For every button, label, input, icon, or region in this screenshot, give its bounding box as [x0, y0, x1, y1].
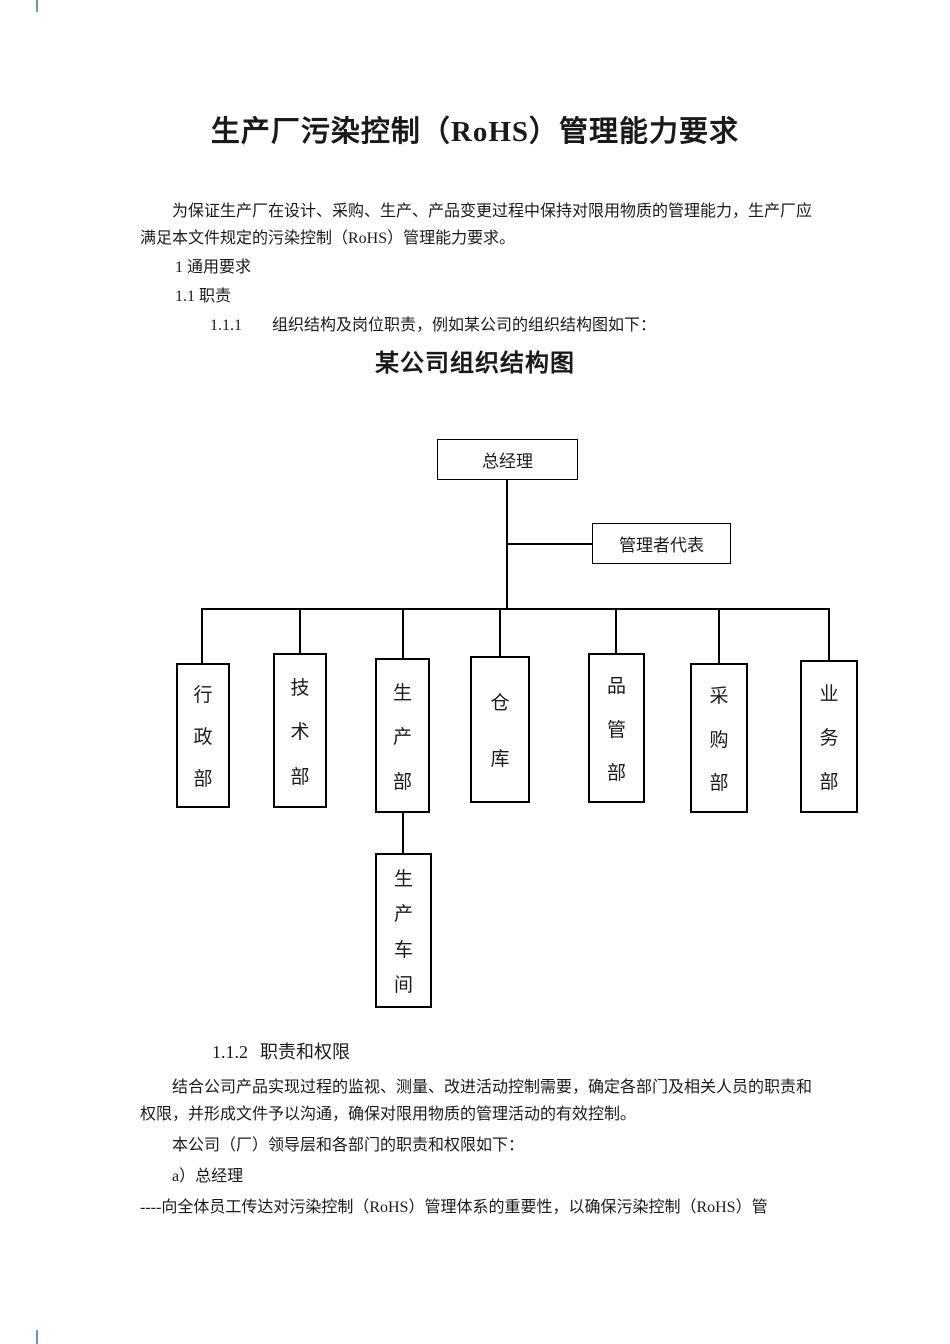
line-rep-connector	[506, 543, 593, 545]
section-1-1-2-number: 1.1.2	[212, 1042, 248, 1062]
responsibility-paragraph: 结合公司产品实现过程的监视、测量、改进活动控制需要，确定各部门及相关人员的职责和…	[140, 1079, 813, 1123]
org-box-production-workshop: 生产车间	[375, 853, 432, 1008]
intro-paragraph: 为保证生产厂在设计、采购、生产、产品变更过程中保持对限用物质的管理能力，生产厂应…	[140, 203, 813, 247]
org-box-quality-dept: 品管部	[588, 653, 645, 803]
line-drop-purchasing	[718, 608, 720, 663]
vertical-char: 购	[709, 729, 729, 751]
org-chart-title: 某公司组织结构图	[375, 350, 575, 377]
vertical-char: 务	[819, 728, 839, 749]
vertical-char: 产	[393, 904, 413, 926]
page-edge-mark-bottom	[36, 1330, 38, 1344]
org-chart: 总经理 管理者代表 行政部 技术部 生产部 仓库 品管部 采购部 业务部 生产车…	[0, 378, 950, 1023]
section-1-1-1-number: 1.1.1	[210, 317, 242, 334]
org-box-management-representative: 管理者代表	[592, 523, 731, 564]
vertical-char: 技	[290, 677, 310, 699]
vertical-char: 部	[709, 772, 729, 794]
line-drop-admin	[201, 608, 203, 663]
vertical-char: 部	[193, 769, 213, 790]
vertical-char: 管	[606, 719, 626, 741]
org-box-production-dept: 生产部	[375, 658, 430, 813]
dash-item-line: ----向全体员工传达对污染控制（RoHS）管理体系的重要性，以确保污染控制（R…	[140, 1199, 768, 1216]
line-drop-business	[828, 608, 830, 660]
vertical-char: 品	[606, 676, 626, 698]
line-drop-warehouse	[499, 608, 501, 656]
vertical-char: 车	[393, 939, 413, 961]
vertical-char: 术	[290, 722, 310, 743]
vertical-char: 部	[606, 762, 626, 784]
section-1-1-heading: 1.1 职责	[175, 288, 232, 305]
vertical-char: 部	[290, 766, 310, 788]
company-duties-line: 本公司（厂）领导层和各部门的职责和权限如下：	[172, 1137, 525, 1154]
section-1-1-1-heading: 1.1.1 组织结构及岗位职责，例如某公司的组织结构图如下：	[140, 312, 812, 339]
vertical-char: 生	[393, 868, 413, 890]
org-box-admin-dept: 行政部	[176, 663, 230, 808]
vertical-char: 部	[392, 771, 412, 793]
line-main-horizontal	[201, 608, 830, 610]
vertical-char: 间	[393, 975, 413, 997]
vertical-char: 部	[819, 772, 839, 793]
org-box-tech-dept: 技术部	[273, 653, 327, 808]
vertical-char: 行	[193, 685, 213, 706]
section-1-1-2-heading: 1.1.2 职责和权限	[140, 1039, 812, 1066]
vertical-char: 业	[819, 684, 839, 705]
vertical-char: 仓	[490, 692, 510, 714]
line-drop-quality	[615, 608, 617, 653]
org-box-general-manager: 总经理	[437, 439, 578, 480]
line-workshop-connector	[402, 813, 404, 853]
section-1-1-2-text: 职责和权限	[260, 1042, 350, 1062]
page-edge-mark-top	[36, 0, 38, 12]
vertical-char: 产	[392, 727, 412, 748]
line-drop-production	[402, 608, 404, 658]
section-1-heading: 1 通用要求	[175, 259, 252, 276]
vertical-char: 库	[490, 749, 510, 771]
document-title: 生产厂污染控制（RoHS）管理能力要求	[210, 116, 740, 148]
section-1-1-1-text: 组织结构及岗位职责，例如某公司的组织结构图如下：	[272, 317, 657, 334]
vertical-char: 政	[193, 727, 213, 748]
vertical-char: 采	[709, 686, 729, 708]
line-drop-tech	[299, 608, 301, 653]
org-box-business-dept: 业务部	[800, 660, 858, 813]
org-box-warehouse: 仓库	[470, 656, 530, 803]
vertical-char: 生	[392, 682, 412, 704]
org-box-purchasing-dept: 采购部	[690, 663, 748, 813]
item-a-general-manager: a）总经理	[172, 1168, 244, 1185]
